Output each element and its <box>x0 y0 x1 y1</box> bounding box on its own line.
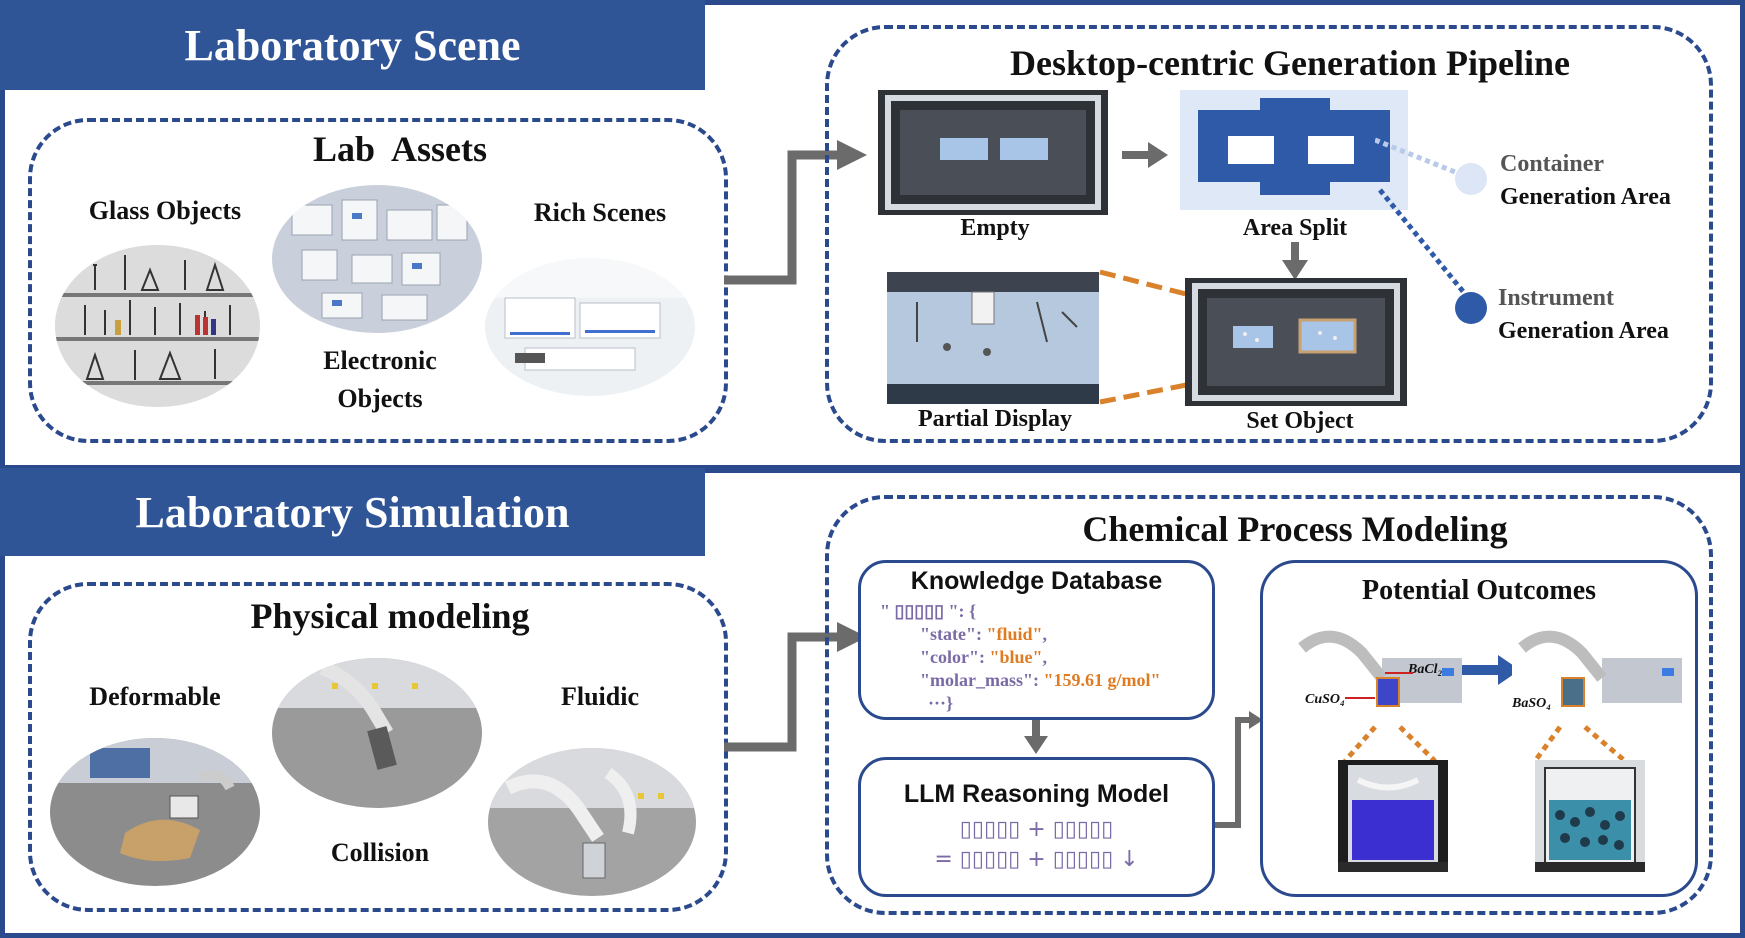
glass-objects-label: Glass Objects <box>88 196 242 225</box>
instrument-area-dot <box>1455 292 1487 324</box>
state-value: "fluid" <box>986 624 1043 644</box>
knowledge-database-box <box>858 560 1215 720</box>
chemical-process-title: Chemical Process Modeling <box>1082 509 1508 549</box>
set-object-image <box>1185 278 1407 406</box>
instrument-area-label: Instrument Generation Area <box>1498 282 1698 348</box>
json-color-line: "color": "blue", <box>920 647 1047 667</box>
laboratory-scene-banner: Laboratory Scene <box>0 0 705 90</box>
json-molar-line: "molar_mass": "159.61 g/mol" <box>880 669 1210 692</box>
color-key: "color": <box>920 647 990 667</box>
electronic-objects-label: Electronic Objects <box>280 342 480 418</box>
laboratory-scene-title: Laboratory Scene <box>184 20 521 70</box>
area-split-label: Area Split <box>1242 215 1348 241</box>
physical-modeling-title: Physical modeling <box>250 596 530 636</box>
container-area-label: Container Generation Area <box>1500 148 1700 214</box>
electronic-label-line2: Objects <box>337 384 423 413</box>
beaker-zoom-lines <box>1343 725 1627 763</box>
electronic-label-line1: Electronic <box>323 346 437 375</box>
reaction-arrow <box>1462 655 1520 685</box>
instrument-label-line1: Instrument <box>1498 285 1615 311</box>
llm-reasoning-title: LLM Reasoning Model <box>903 780 1170 808</box>
deformable-image <box>50 738 260 886</box>
fluidic-image <box>488 748 696 896</box>
collision-label: Collision <box>330 838 430 867</box>
container-label-line1: Container <box>1500 151 1604 177</box>
llm-to-outcomes-arrow <box>1215 711 1263 828</box>
laboratory-simulation-title: Laboratory Simulation <box>135 487 570 537</box>
split-to-set-arrow <box>1282 242 1308 280</box>
chemical-process-box <box>825 495 1713 915</box>
blue-solution-beaker <box>1338 760 1448 872</box>
empty-to-split-arrow <box>1122 142 1168 168</box>
json-key-line: " ▯▯▯▯▯ ": { <box>880 601 977 621</box>
area-legend-connectors <box>1375 137 1472 302</box>
collision-image <box>272 658 482 808</box>
reaction-before-image <box>1292 618 1462 726</box>
color-value: "blue" <box>989 647 1043 667</box>
physical-to-chemical-arrow <box>724 622 867 752</box>
equation-line2: = ▯▯▯▯▯ + ▯▯▯▯▯ ↓ <box>934 847 1139 872</box>
knowledge-database-title: Knowledge Database <box>910 567 1163 595</box>
container-area-dot <box>1455 163 1487 195</box>
baso4-label: BaSO₄ <box>1512 696 1552 711</box>
json-closing-line: ···} <box>928 693 954 713</box>
rich-scenes-label: Rich Scenes <box>533 198 667 227</box>
state-key: "state": <box>920 624 987 644</box>
reaction-after-image <box>1512 618 1682 726</box>
llm-equation: ▯▯▯▯▯ + ▯▯▯▯▯ = ▯▯▯▯▯ + ▯▯▯▯▯ ↓ <box>858 815 1215 875</box>
glass-objects-image <box>55 245 260 407</box>
deformable-label: Deformable <box>89 682 221 711</box>
knowledge-to-llm-arrow <box>1024 720 1048 754</box>
set-object-label: Set Object <box>1246 408 1354 434</box>
bacl2-label: BaCl₂ <box>1408 662 1443 677</box>
fluidic-label: Fluidic <box>560 682 639 711</box>
molar-key: "molar_mass": <box>920 670 1044 690</box>
cuso4-label: CuSO₄ <box>1305 692 1345 707</box>
json-state-line: "state": "fluid", <box>920 624 1047 644</box>
label-pointers-left <box>1345 672 1413 699</box>
molar-value: "159.61 g/mol" <box>1043 670 1161 690</box>
potential-outcomes-title: Potential Outcomes <box>1361 575 1597 606</box>
lab-assets-title: Lab Assets <box>312 129 488 169</box>
precipitate-beaker <box>1535 760 1645 872</box>
rich-scenes-image <box>485 258 695 396</box>
empty-floorplan <box>878 90 1108 215</box>
partial-display-image <box>887 272 1099 404</box>
pipeline-title: Desktop-centric Generation Pipeline <box>1010 43 1570 83</box>
equation-line1: ▯▯▯▯▯ + ▯▯▯▯▯ <box>959 817 1114 842</box>
partial-display-label: Partial Display <box>918 406 1072 432</box>
instrument-label-line2: Generation Area <box>1498 318 1669 344</box>
container-label-line2: Generation Area <box>1500 184 1671 210</box>
assets-to-pipeline-arrow <box>724 140 867 285</box>
knowledge-json: " ▯▯▯▯▯ ": { "state": "fluid", "color": … <box>880 600 1210 715</box>
llm-reasoning-box <box>858 757 1215 897</box>
area-split-diagram <box>1180 90 1408 210</box>
pipeline-box <box>825 25 1713 443</box>
electronic-objects-image <box>272 185 482 333</box>
empty-label: Empty <box>960 215 1030 241</box>
laboratory-simulation-banner: Laboratory Simulation <box>0 468 705 556</box>
